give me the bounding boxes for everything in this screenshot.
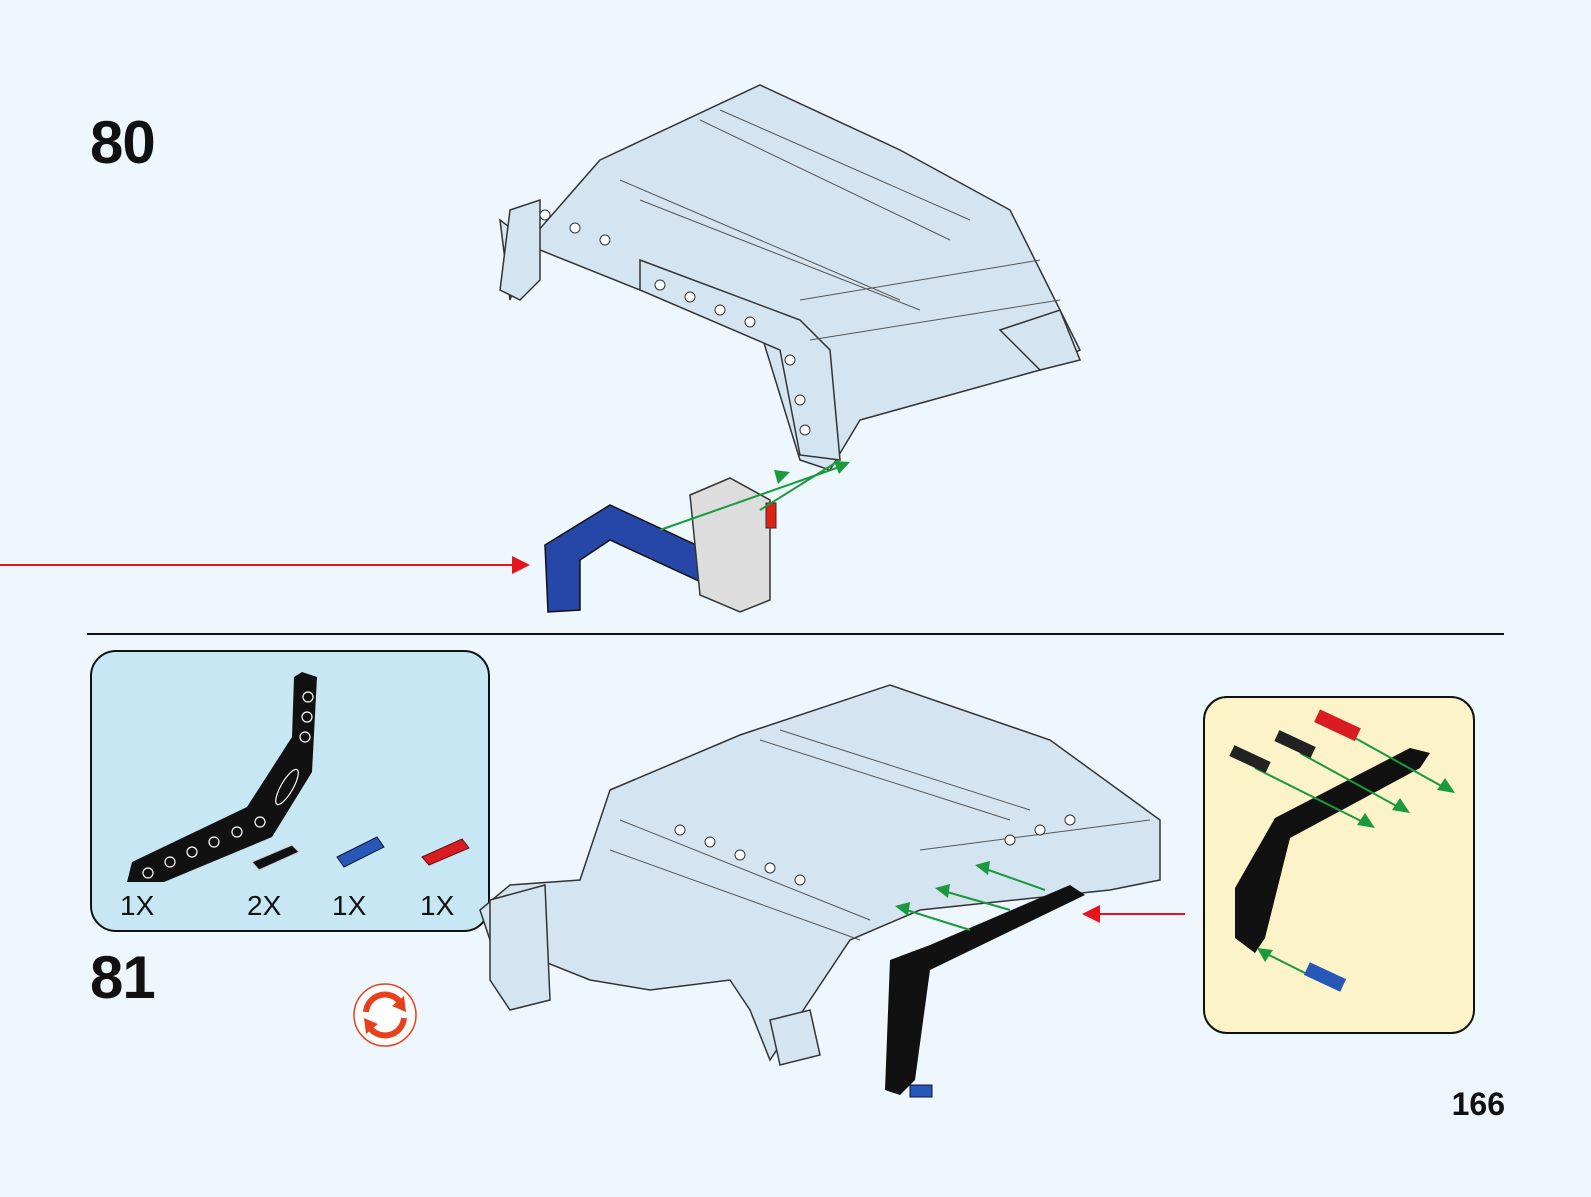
step-divider xyxy=(87,633,1504,635)
black-pin-icon xyxy=(251,844,300,871)
blue-axle-pin-icon xyxy=(336,836,385,868)
sub-assembly-callout xyxy=(1203,696,1475,1034)
parts-list-box: 1X 2X 1X 1X xyxy=(90,650,490,932)
step-80-assembly-illustration xyxy=(0,84,1082,613)
rotate-model-icon xyxy=(353,983,417,1047)
black-bent-beam-icon xyxy=(127,672,317,882)
part-qty: 1X xyxy=(420,890,455,921)
step-number-81: 81 xyxy=(90,944,156,1011)
part-qty: 1X xyxy=(120,890,155,921)
step-81-assembly-illustration xyxy=(479,684,1185,1098)
callout-illustration xyxy=(1229,709,1455,992)
red-axle-icon xyxy=(421,838,470,866)
page-number: 166 xyxy=(1451,1086,1505,1122)
step-number-80: 80 xyxy=(90,109,156,176)
part-qty: 2X xyxy=(247,890,282,921)
part-qty: 1X xyxy=(332,890,367,921)
